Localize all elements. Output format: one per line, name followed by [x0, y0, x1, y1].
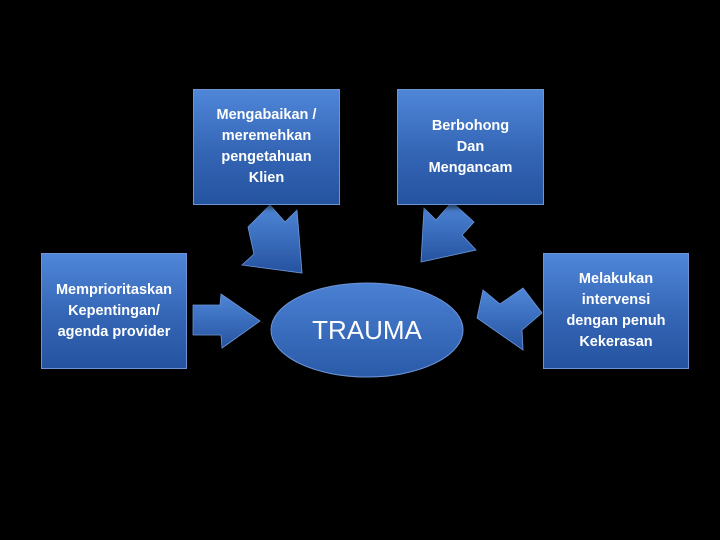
box-left-text: Memprioritaskan Kepentingan/ agenda prov…: [55, 281, 173, 340]
center-label-text: TRAUMA: [312, 314, 422, 345]
box-top-left: Mengabaikan / meremehkan pengetahuan Kli…: [193, 89, 340, 205]
box-right-text: Melakukan intervensi dengan penuh Kekera…: [566, 271, 666, 350]
arrow-top-left: [241, 204, 303, 274]
box-top-right: Berbohong Dan Mengancam: [397, 89, 544, 205]
arrow-left: [192, 293, 261, 349]
box-top-right-text: Berbohong Dan Mengancam: [428, 117, 513, 176]
center-ellipse: [270, 282, 464, 378]
box-left: Memprioritaskan Kepentingan/ agenda prov…: [41, 253, 187, 369]
center-label: TRAUMA: [271, 283, 463, 377]
box-right: Melakukan intervensi dengan penuh Kekera…: [543, 253, 689, 369]
arrow-right: [476, 287, 543, 351]
box-top-left-text: Mengabaikan / meremehkan pengetahuan Kli…: [216, 107, 317, 186]
arrow-top-right: [420, 201, 477, 263]
